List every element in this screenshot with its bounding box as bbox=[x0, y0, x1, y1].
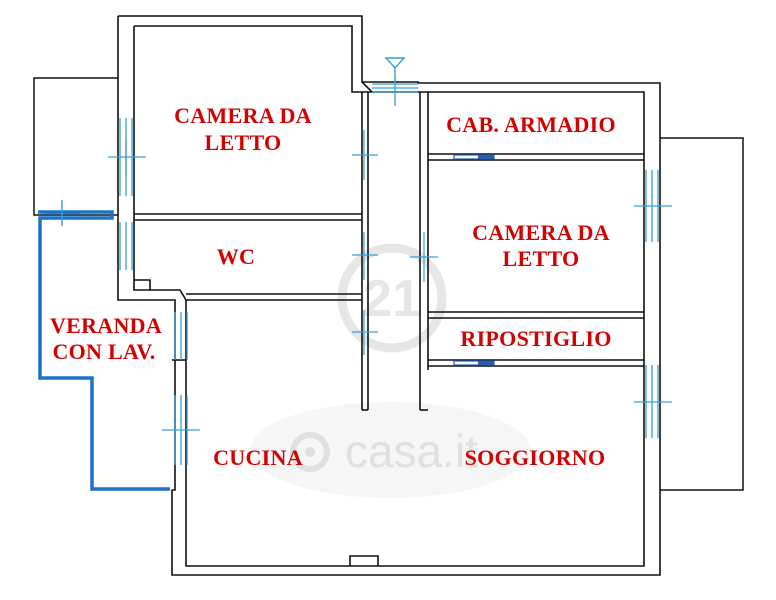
casa-logo-icon bbox=[290, 432, 330, 472]
label-cab-armadio: CAB. ARMADIO bbox=[446, 112, 616, 137]
outer-wall-inner bbox=[133, 25, 645, 567]
door-wc bbox=[352, 232, 378, 280]
window-soggiorno bbox=[634, 365, 672, 438]
watermark-logo-ring bbox=[337, 243, 447, 353]
windows bbox=[108, 78, 672, 465]
label-camera-2-line2: LETTO bbox=[503, 246, 580, 271]
bottom-notch bbox=[349, 555, 379, 566]
window-cucina bbox=[162, 395, 200, 465]
label-ripostiglio: RIPOSTIGLIO bbox=[460, 326, 611, 351]
exterior-outlines bbox=[33, 77, 744, 491]
label-veranda-line1: VERANDA bbox=[50, 313, 162, 338]
window-camera-1 bbox=[108, 118, 146, 196]
door-camera-1 bbox=[352, 130, 378, 180]
room-labels: CAMERA DA LETTO WC VERANDA CON LAV. CUCI… bbox=[50, 103, 616, 470]
label-wc: WC bbox=[217, 244, 256, 269]
watermark-glow bbox=[250, 402, 530, 498]
label-cucina: CUCINA bbox=[213, 445, 303, 470]
top-stub bbox=[361, 81, 373, 93]
label-soggiorno: SOGGIORNO bbox=[465, 445, 606, 470]
window-camera-2 bbox=[634, 170, 672, 242]
right-balcony-outline bbox=[660, 137, 744, 491]
door-camera-2 bbox=[410, 232, 438, 282]
window-wc bbox=[119, 222, 133, 270]
sliding-doors bbox=[453, 154, 495, 366]
label-camera-1-line2: LETTO bbox=[205, 130, 282, 155]
watermark-logo-text: 21 bbox=[363, 270, 421, 328]
wc-step bbox=[133, 280, 150, 291]
watermark: 21 casa.it bbox=[250, 243, 530, 498]
window-veranda-cucina-top bbox=[174, 312, 188, 360]
label-veranda-line2: CON LAV. bbox=[52, 339, 155, 364]
label-camera-2-line1: CAMERA DA bbox=[472, 220, 610, 245]
left-balcony-outline bbox=[33, 77, 118, 216]
antenna-icon bbox=[384, 57, 406, 84]
watermark-brand-text: casa.it bbox=[345, 425, 478, 477]
door-cucina bbox=[352, 310, 378, 355]
veranda-outline bbox=[38, 210, 170, 491]
label-camera-1-line1: CAMERA DA bbox=[174, 103, 312, 128]
walls bbox=[117, 15, 661, 576]
doors bbox=[352, 130, 438, 355]
